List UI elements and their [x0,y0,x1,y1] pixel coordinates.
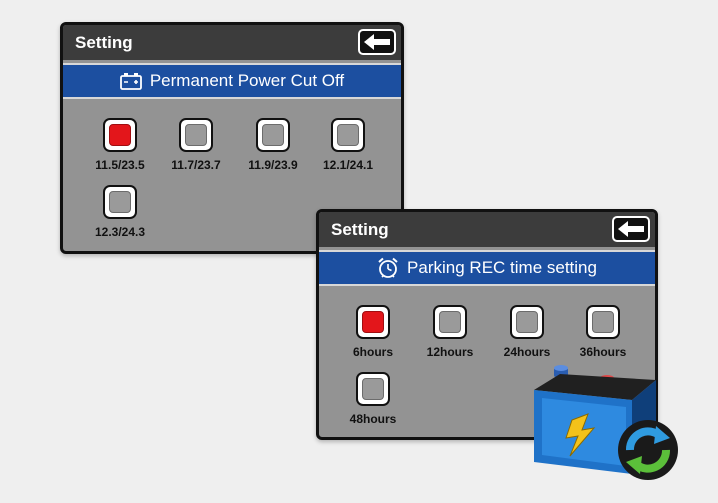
option-48hours[interactable]: 48hours [337,372,409,426]
battery-icon [119,73,142,90]
panel-title: Setting [75,33,133,52]
section-title: Parking REC time setting [407,258,597,277]
refresh-icon [618,420,678,480]
option-checkbox[interactable] [179,118,213,152]
titlebar: Setting [319,212,655,247]
option-checkbox[interactable] [356,372,390,406]
option-label: 6hours [352,345,393,359]
option-checkbox[interactable] [103,118,137,152]
option-label: 11.7/23.7 [171,158,221,172]
option-24hours[interactable]: 24hours [491,305,563,359]
section-header: Permanent Power Cut Off [63,63,401,99]
option-label: 24hours [503,345,551,359]
alarm-clock-icon [378,257,398,278]
back-arrow-icon [618,221,644,237]
option-checkbox[interactable] [356,305,390,339]
option-voltage-11-5[interactable]: 11.5/23.5 [84,118,156,172]
section-title: Permanent Power Cut Off [149,71,345,90]
titlebar: Setting [63,25,401,60]
option-voltage-12-3[interactable]: 12.3/24.3 [84,185,156,239]
option-checkbox[interactable] [256,118,290,152]
option-checkbox[interactable] [586,305,620,339]
back-arrow-icon [364,34,390,50]
option-checkbox[interactable] [331,118,365,152]
option-label: 11.9/23.9 [248,158,298,172]
option-label: 11.5/23.5 [95,158,145,172]
option-6hours[interactable]: 6hours [337,305,409,359]
back-button[interactable] [612,216,650,242]
option-checkbox[interactable] [433,305,467,339]
option-voltage-11-9[interactable]: 11.9/23.9 [237,118,309,172]
option-label: 12.3/24.3 [94,225,146,239]
panel-title: Setting [331,220,389,239]
option-checkbox[interactable] [103,185,137,219]
section-header: Parking REC time setting [319,250,655,286]
option-36hours[interactable]: 36hours [567,305,639,359]
power-cut-off-panel: Setting Permanent Power Cut Off 11.5/23.… [60,22,404,254]
option-label: 48hours [349,412,397,426]
option-label: 36hours [579,345,627,359]
option-12hours[interactable]: 12hours [414,305,486,359]
back-button[interactable] [358,29,396,55]
option-label: 12hours [426,345,474,359]
option-label: 12.1/24.1 [322,158,374,172]
option-checkbox[interactable] [510,305,544,339]
option-voltage-12-1[interactable]: 12.1/24.1 [312,118,384,172]
option-voltage-11-7[interactable]: 11.7/23.7 [160,118,232,172]
